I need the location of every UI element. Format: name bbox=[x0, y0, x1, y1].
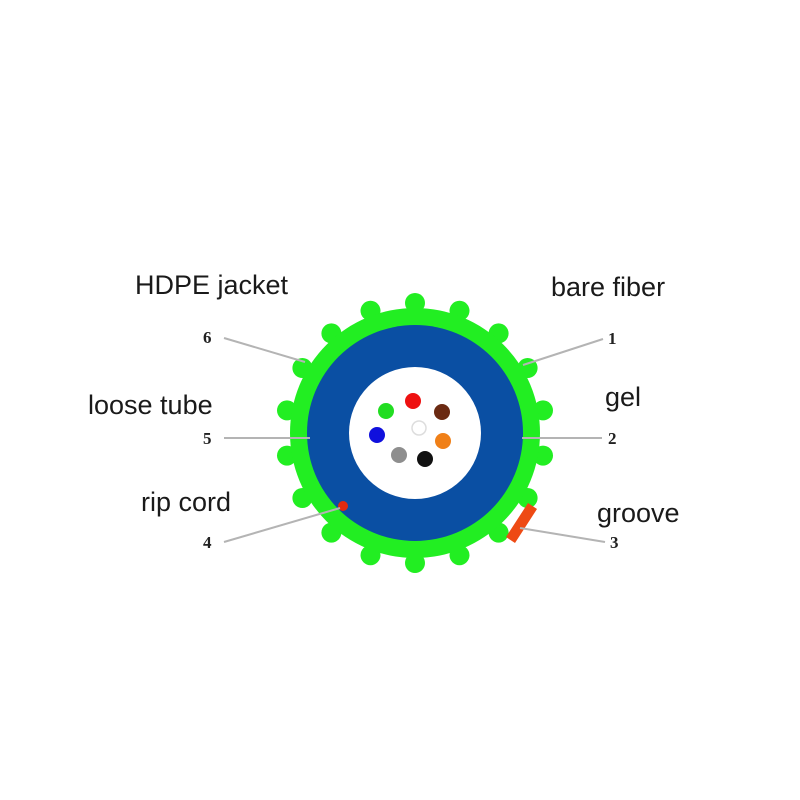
leader-line-6 bbox=[223, 337, 306, 363]
callout-number-6: 6 bbox=[203, 328, 212, 347]
center-marker bbox=[411, 420, 427, 436]
jacket-ridge bbox=[405, 553, 425, 573]
groove-mark bbox=[506, 503, 537, 543]
label-rip-cord: rip cord bbox=[141, 487, 231, 517]
fiber-red bbox=[405, 393, 421, 409]
fiber-black bbox=[417, 451, 433, 467]
leader-line-4 bbox=[223, 507, 341, 543]
callout-number-3: 3 bbox=[610, 533, 619, 552]
callout-number-4: 4 bbox=[203, 533, 212, 552]
label-hdpe-jacket: HDPE jacket bbox=[135, 270, 289, 300]
fiber-brown bbox=[434, 404, 450, 420]
fiber-green bbox=[378, 403, 394, 419]
callout-number-2: 2 bbox=[608, 429, 617, 448]
label-loose-tube: loose tube bbox=[88, 390, 213, 420]
fiber-blue bbox=[369, 427, 385, 443]
leader-line-1 bbox=[522, 338, 604, 366]
label-bare-fiber: bare fiber bbox=[551, 272, 665, 302]
label-groove: groove bbox=[597, 498, 680, 528]
fiber-orange bbox=[435, 433, 451, 449]
label-gel: gel bbox=[605, 382, 641, 412]
callout-number-5: 5 bbox=[203, 429, 212, 448]
jacket-ridge bbox=[405, 293, 425, 313]
rip-cord-dot bbox=[338, 501, 348, 511]
fiber-gray bbox=[391, 447, 407, 463]
fibers-group bbox=[369, 393, 451, 467]
callout-number-1: 1 bbox=[608, 329, 617, 348]
leader-line-3 bbox=[519, 527, 606, 543]
